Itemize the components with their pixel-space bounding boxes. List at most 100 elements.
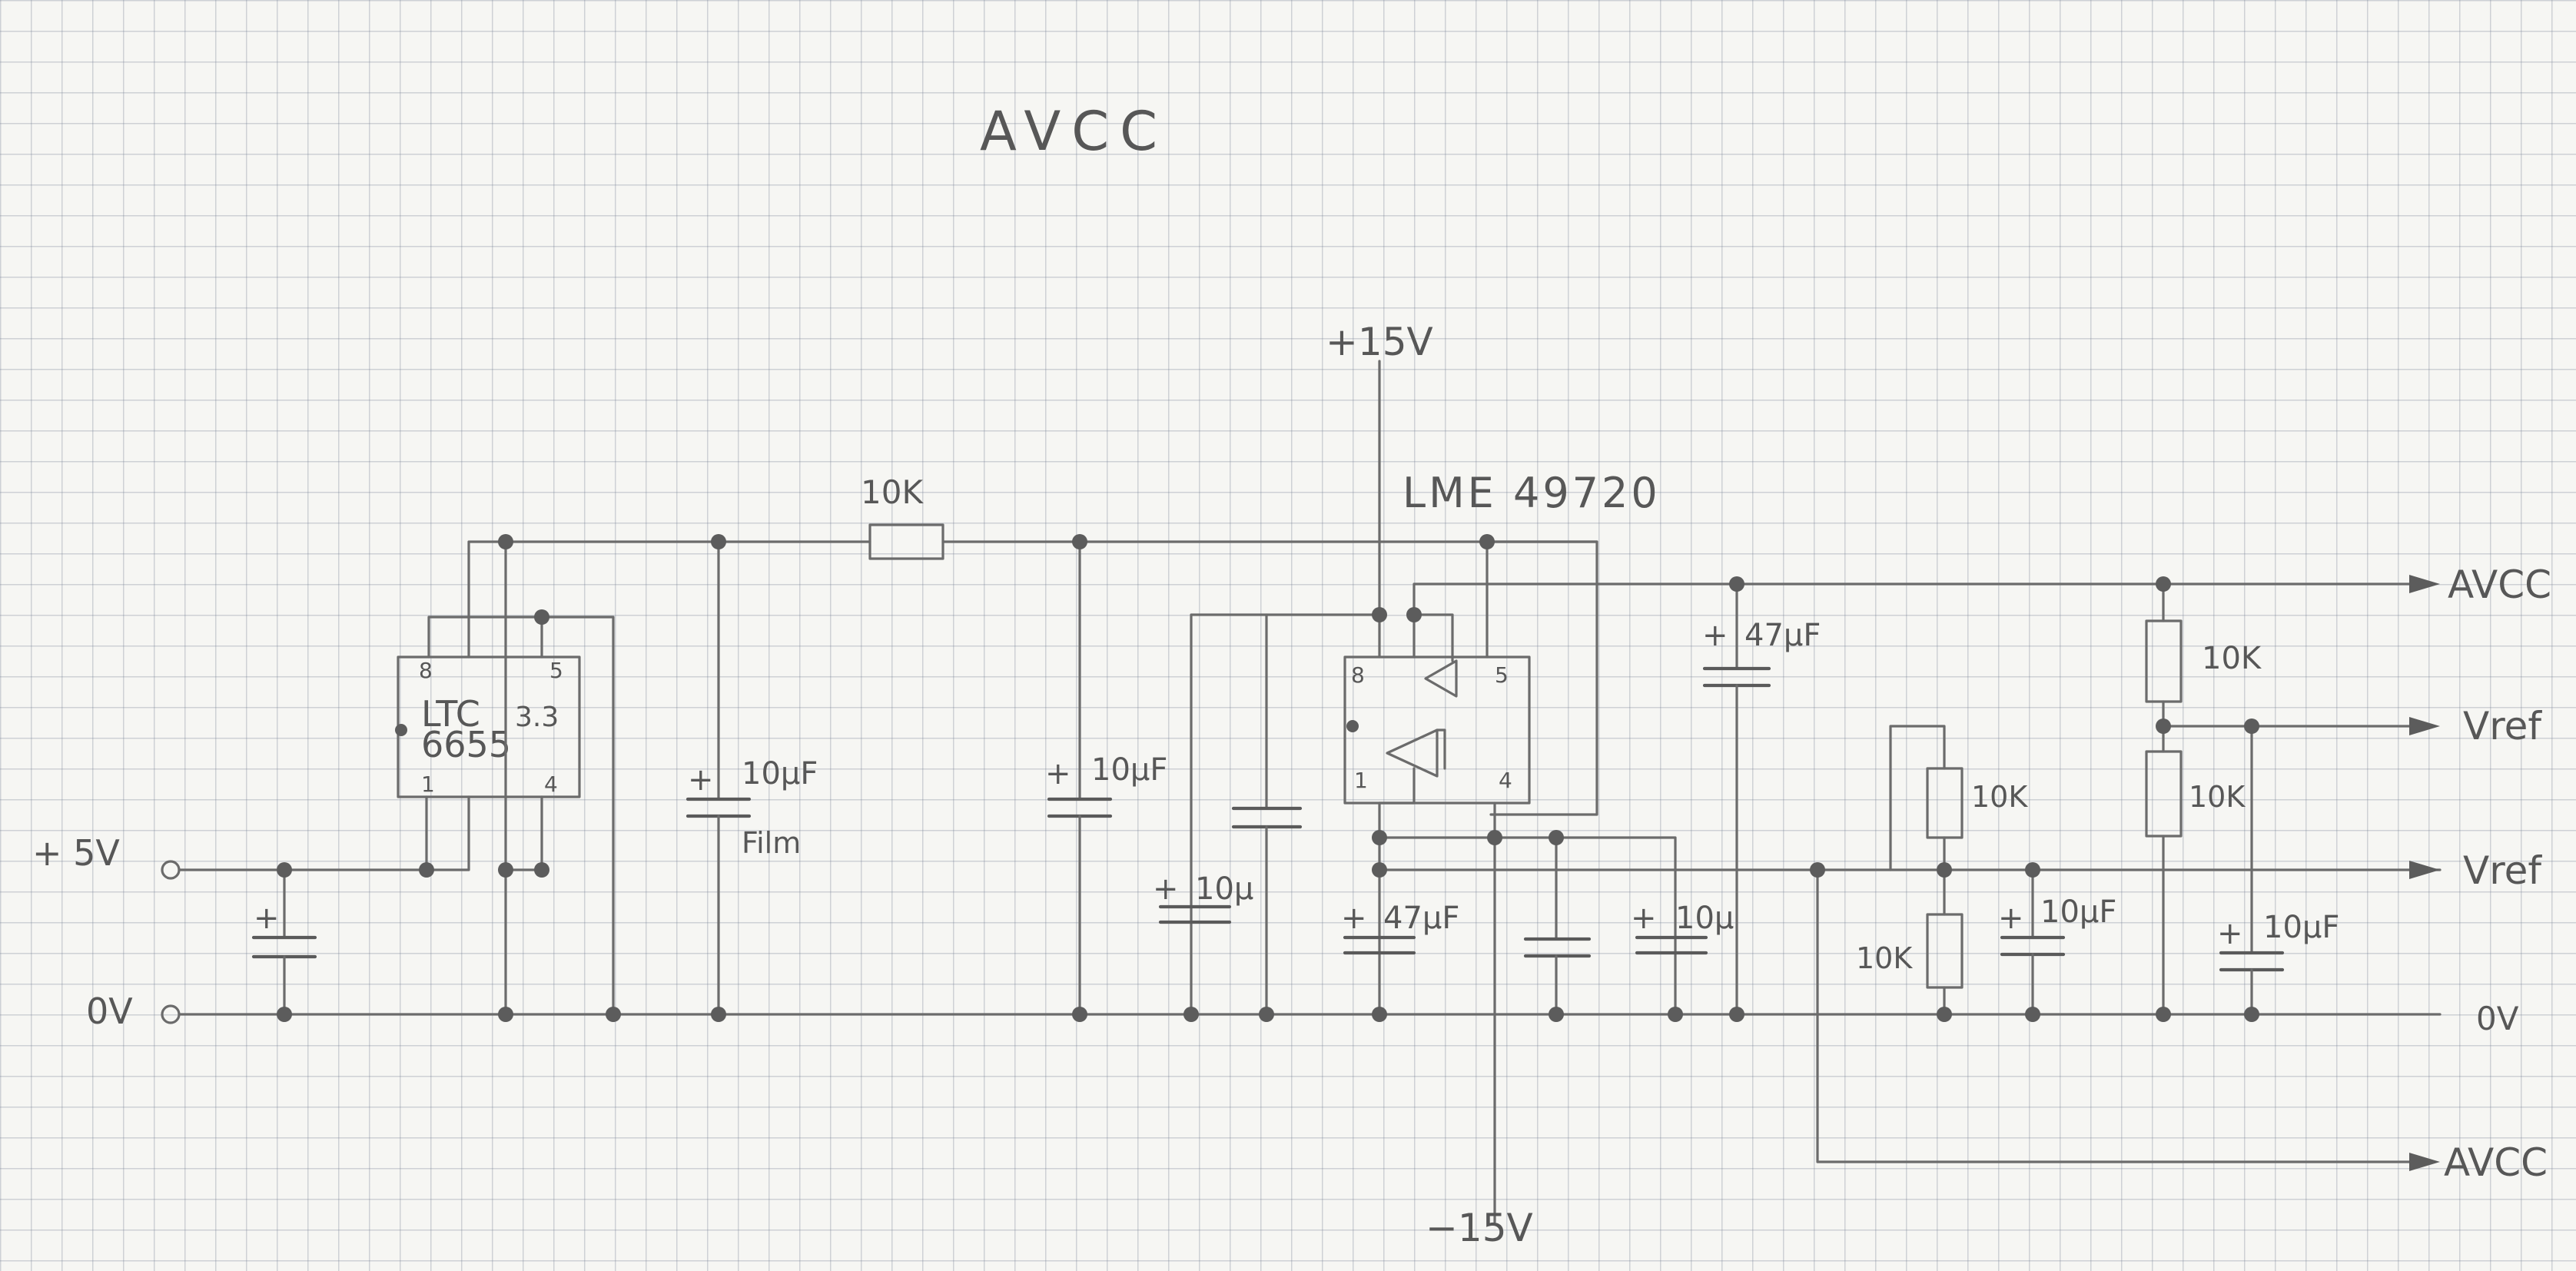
- junction-dot: [277, 862, 292, 878]
- plus-sign: +: [2217, 916, 2243, 951]
- series-resistor-label: 10K: [861, 473, 924, 511]
- neg15v-cap-value: 10µ: [1675, 901, 1734, 936]
- series-resistor: [868, 523, 944, 560]
- junction-dot: [1549, 830, 1564, 845]
- lme-output-wire: [1412, 582, 1738, 659]
- ltc-voltage: 3.3: [515, 702, 559, 733]
- filter-capacitor: + 10µF: [1045, 540, 1167, 1016]
- divider2-bottom-label: 10K: [2189, 780, 2246, 814]
- ltc-output-wire: [467, 540, 720, 659]
- neg15v-label: −15V: [1426, 1206, 1533, 1250]
- vref-mid-label: Vref: [2463, 848, 2542, 893]
- film-cap-note: Film: [742, 826, 801, 860]
- opamp-b-symbol: [1424, 659, 1458, 698]
- junction-dot: [2156, 718, 2171, 734]
- avcc-bottom-arrow: [2409, 1153, 2440, 1171]
- avcc-cap-value: 47µF: [1744, 618, 1821, 653]
- lme-name: LME 49720: [1403, 469, 1661, 517]
- ltc-name-line1: LTC: [421, 693, 480, 735]
- vref-top-label: Vref: [2463, 704, 2542, 748]
- opamp-a-feedback: [1436, 728, 1446, 770]
- junction-dot: [2156, 576, 2171, 592]
- divider1-top-resistor: [1926, 767, 1964, 839]
- plus-sign: +: [688, 762, 714, 798]
- filter-cap-value: 10µF: [1091, 752, 1167, 788]
- junction-dot: [2244, 718, 2259, 734]
- junction-dot: [277, 1007, 292, 1022]
- opamp-a-symbol: [1386, 728, 1439, 778]
- avcc-top-label: AVCC: [2448, 562, 2551, 607]
- avcc-bottom-wire: [1816, 868, 2422, 1163]
- junction-dot: [1372, 862, 1387, 878]
- plus-sign: +: [1631, 901, 1657, 936]
- junction-dot: [1072, 534, 1087, 549]
- lme49720-ic: [1343, 655, 1531, 805]
- junction-dot: [606, 1007, 621, 1022]
- plus15v-capacitor: + 10µ: [1153, 871, 1253, 924]
- divider1-feed-wire: [1889, 725, 1946, 871]
- lme-pin-loop: [1412, 613, 1454, 662]
- plus15v-ceramic-capacitor: [1231, 806, 1303, 1016]
- divider2-top-label: 10K: [2202, 641, 2262, 676]
- avcc-top-arrow: [2409, 575, 2440, 593]
- lme-pin1: 1: [1354, 768, 1368, 793]
- plus15v-decouple-wire: [1190, 613, 1381, 1016]
- plus15v-cap-value: 10µ: [1195, 871, 1253, 907]
- pin1-marker: [1346, 720, 1359, 732]
- vref-top-arrow: [2409, 717, 2440, 735]
- film-cap-value: 10µF: [742, 756, 818, 791]
- divider1-cap-value: 10µF: [2040, 894, 2116, 930]
- junction-dot: [1729, 1007, 1744, 1022]
- junction-dot: [2025, 862, 2040, 878]
- ltc-supply-wire: [425, 795, 470, 871]
- junction-dot: [1372, 1007, 1387, 1022]
- zero-volt-out-label: 0V: [2476, 1000, 2519, 1037]
- junction-dot: [1372, 607, 1387, 622]
- plus5v-terminal: [161, 860, 181, 880]
- neg15v-capacitor: + 10µ: [1631, 901, 1734, 955]
- divider2-cap-value: 10µF: [2263, 910, 2339, 945]
- divider1-top-label: 10K: [1971, 780, 2028, 814]
- junction-dot: [1810, 862, 1825, 878]
- junction-dots: [277, 534, 2259, 1022]
- plus-sign: +: [1045, 756, 1071, 791]
- zero-volt-label: 0V: [86, 991, 133, 1032]
- junction-dot: [419, 862, 434, 878]
- opamp-cap-value: 47µF: [1383, 901, 1459, 936]
- junction-dot: [1072, 1007, 1087, 1022]
- lme-pin4: 4: [1499, 768, 1512, 793]
- junction-dot: [498, 534, 513, 549]
- junction-dot: [711, 1007, 726, 1022]
- plus-sign: +: [254, 901, 280, 936]
- divider2-top-resistor: [2145, 619, 2183, 703]
- junction-dot: [1729, 576, 1744, 592]
- junction-dot: [711, 534, 726, 549]
- zero-volt-terminal: [161, 1004, 181, 1024]
- ltc-pin4: 4: [544, 772, 558, 797]
- junction-dot: [1406, 607, 1422, 622]
- junction-dot: [1937, 1007, 1952, 1022]
- avcc-capacitor: + 47µF: [1702, 582, 1821, 1016]
- plus-sign: +: [1702, 618, 1728, 653]
- film-capacitor: + 10µF Film: [685, 540, 818, 1016]
- junction-dot: [534, 862, 549, 878]
- junction-dot: [1479, 534, 1495, 549]
- junction-dot: [2025, 1007, 2040, 1022]
- junction-dot: [1259, 1007, 1274, 1022]
- plus-sign: +: [1153, 871, 1179, 907]
- vref-mid-arrow: [2409, 861, 2440, 879]
- pin1-marker: [395, 724, 407, 736]
- junction-dot: [1183, 1007, 1199, 1022]
- junction-dot: [1668, 1007, 1683, 1022]
- lme-pin5: 5: [1495, 662, 1509, 688]
- divider2-bottom-resistor: [2145, 750, 2183, 838]
- ltc-top-loop: [427, 616, 615, 1016]
- divider2-capacitor: + 10µF: [2217, 725, 2339, 1016]
- lme-pin1-wire: [1378, 767, 1416, 805]
- divider1-bottom-label: 10K: [1856, 941, 1913, 975]
- neg15v-ceramic-capacitor: [1523, 937, 1592, 1016]
- junction-dot: [1372, 830, 1387, 845]
- divider1-bottom-resistor: [1926, 913, 1964, 989]
